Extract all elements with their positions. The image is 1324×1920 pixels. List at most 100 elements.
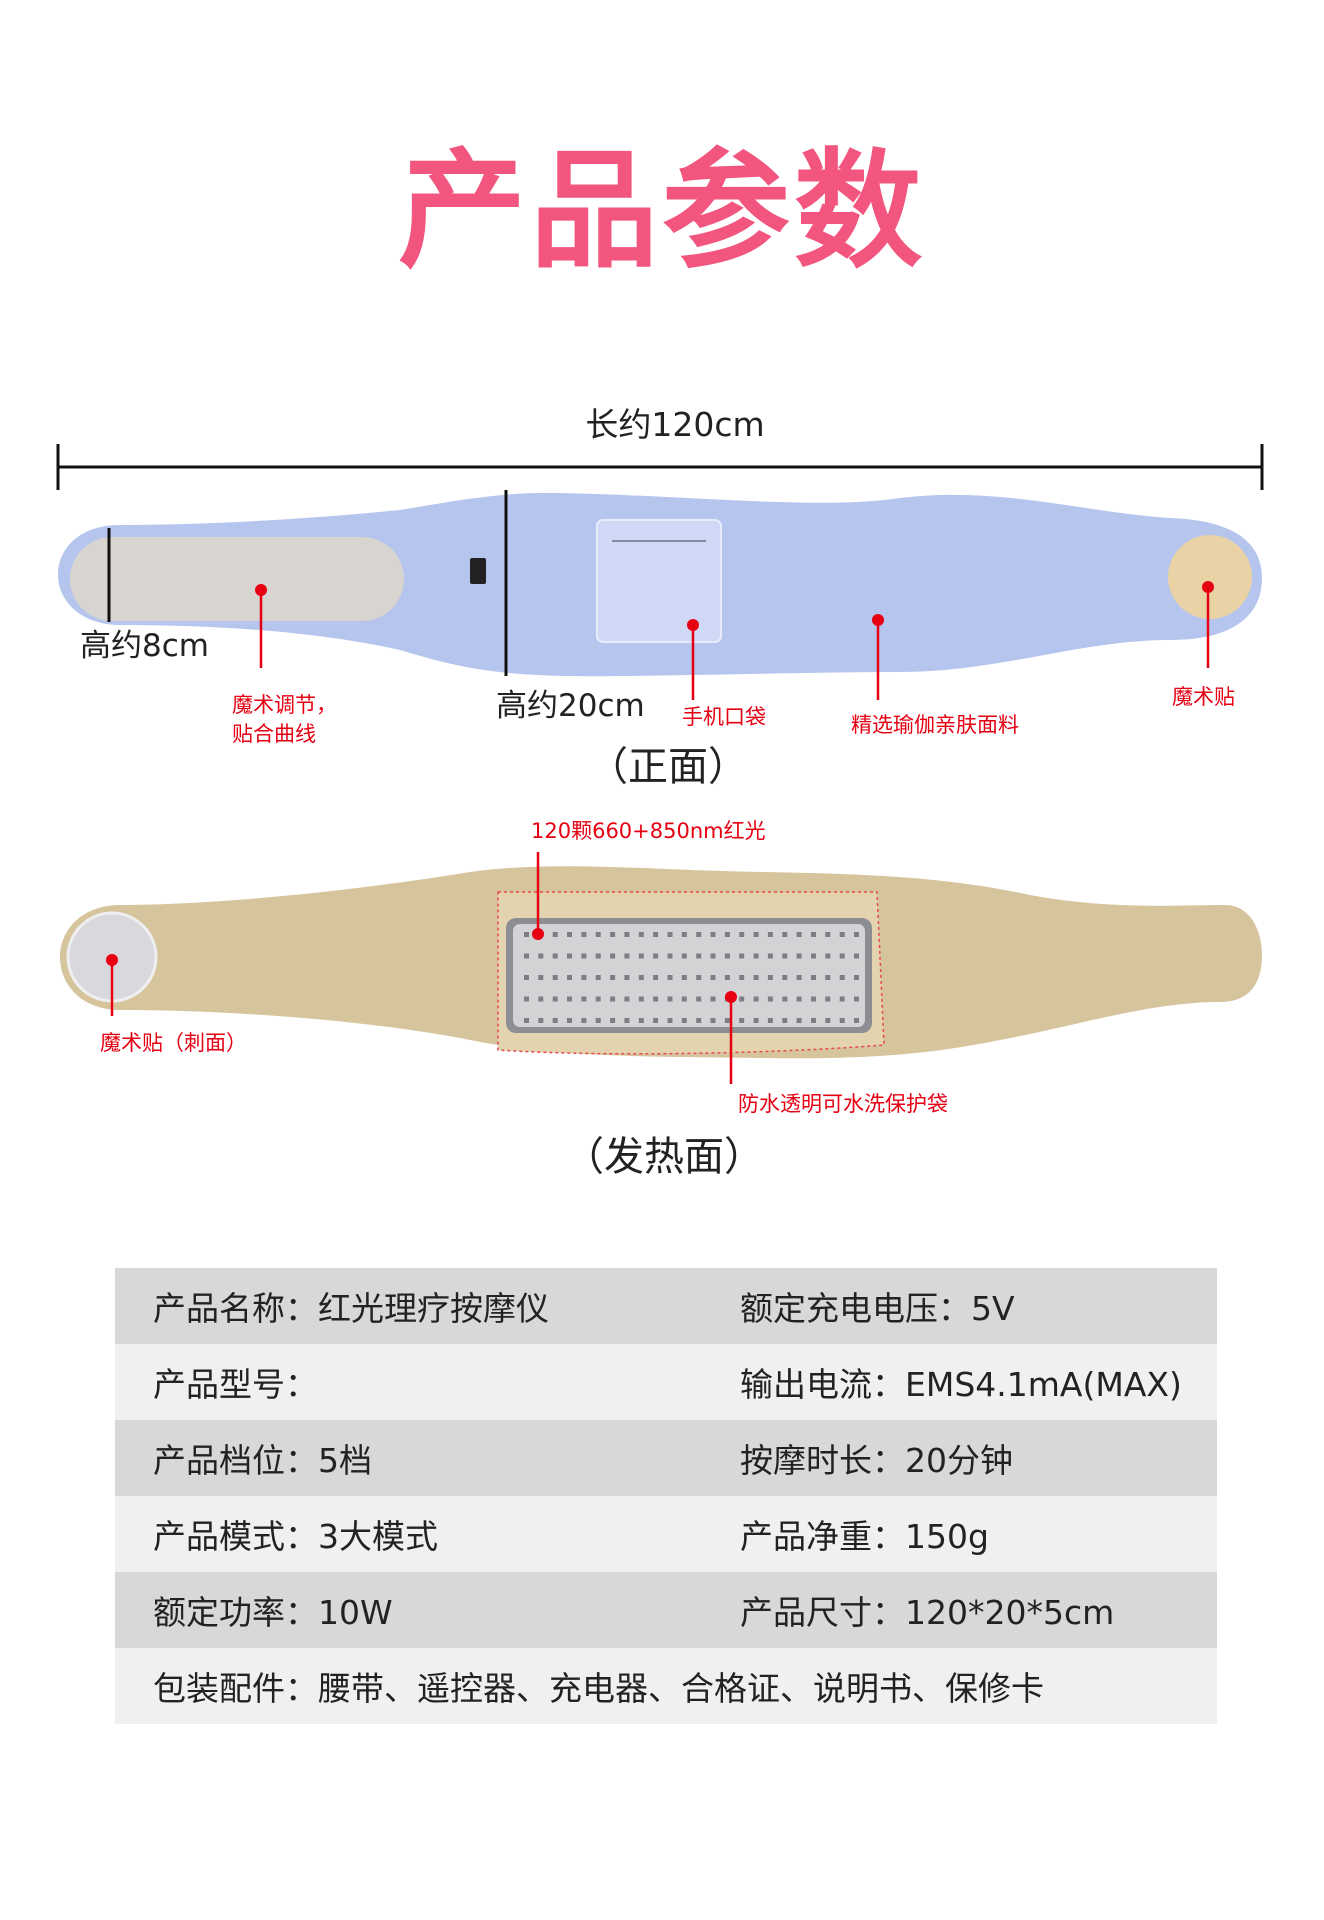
- spec-levels: 产品档位：5档: [153, 1441, 372, 1480]
- led-dot: [667, 1018, 673, 1023]
- led-dot: [638, 996, 644, 1002]
- led-dot: [753, 996, 759, 1002]
- callout-velcro-pointer: [1202, 581, 1214, 668]
- led-dot: [796, 1018, 802, 1023]
- led-dot: [739, 975, 745, 980]
- led-dot: [581, 953, 587, 959]
- led-dot: [724, 1018, 730, 1023]
- led-dot: [767, 1018, 773, 1023]
- led-dot: [811, 1018, 816, 1023]
- led-dot: [811, 953, 816, 959]
- led-dot: [667, 975, 673, 980]
- callout-light: 120颗660+850nm红光: [531, 819, 766, 843]
- callout-velcro: 魔术贴: [1172, 685, 1235, 709]
- spec-row: 产品型号： 输出电流：EMS4.1mA(MAX): [115, 1344, 1217, 1420]
- led-dot: [653, 953, 659, 959]
- led-dot: [552, 932, 558, 937]
- led-dot: [767, 996, 773, 1002]
- callout-light-pointer: [532, 852, 544, 940]
- led-dot: [739, 1018, 745, 1023]
- callout-hook-pointer: [106, 954, 118, 1016]
- led-dot: [767, 975, 773, 980]
- led-dot: [610, 975, 616, 980]
- led-dot: [610, 953, 616, 959]
- led-dot: [782, 975, 788, 980]
- led-dot: [552, 975, 558, 980]
- page-title: 产品参数: [397, 137, 926, 286]
- callout-fabric: 精选瑜伽亲肤面料: [851, 713, 1019, 737]
- led-dot: [753, 975, 759, 980]
- spec-model: 产品型号：: [153, 1365, 318, 1404]
- controller-button: [470, 558, 486, 584]
- led-dot: [653, 1018, 659, 1023]
- led-dot: [595, 953, 601, 959]
- spec-duration: 按摩时长：20分钟: [740, 1441, 1013, 1480]
- led-dot: [767, 953, 773, 959]
- led-grid: [524, 932, 859, 1023]
- led-dot: [567, 932, 572, 937]
- led-dot: [724, 953, 730, 959]
- led-dot: [524, 975, 529, 980]
- led-dot: [796, 953, 802, 959]
- callout-bag: 防水透明可水洗保护袋: [738, 1092, 948, 1116]
- led-dot: [567, 996, 572, 1002]
- phone-pocket: [596, 519, 722, 643]
- led-dot: [681, 975, 687, 980]
- spec-size: 产品尺寸：120*20*5cm: [740, 1593, 1115, 1632]
- spec-accessories: 包装配件：腰带、遥控器、充电器、合格证、说明书、保修卡: [153, 1669, 1044, 1708]
- led-dot: [581, 932, 587, 937]
- led-dot: [739, 932, 745, 937]
- led-dot: [854, 975, 859, 980]
- led-dot: [839, 953, 845, 959]
- velcro-adjust-strip: [70, 537, 404, 621]
- led-dot: [696, 996, 702, 1002]
- led-dot: [710, 953, 716, 959]
- led-dot: [610, 932, 616, 937]
- led-dot: [638, 975, 644, 980]
- led-dot: [653, 975, 659, 980]
- led-dot: [681, 1018, 687, 1023]
- led-dot: [796, 996, 802, 1002]
- led-dot: [552, 996, 558, 1002]
- led-dot: [624, 996, 630, 1002]
- led-dot: [825, 975, 831, 980]
- led-dot: [839, 975, 845, 980]
- callout-velcro-hook: 魔术贴（刺面）: [100, 1031, 247, 1055]
- led-dot: [811, 996, 816, 1002]
- led-dot: [667, 932, 673, 937]
- callout-adjust-pointer: [255, 584, 267, 668]
- led-dot: [696, 975, 702, 980]
- led-dot: [638, 932, 644, 937]
- led-dot: [811, 932, 816, 937]
- led-dot: [595, 975, 601, 980]
- led-dot: [552, 953, 558, 959]
- led-dot: [524, 953, 529, 959]
- led-dot: [538, 953, 544, 959]
- led-dot: [624, 932, 630, 937]
- led-dot: [581, 1018, 587, 1023]
- led-dot: [854, 932, 859, 937]
- led-dot: [782, 1018, 788, 1023]
- callout-fabric-pointer: [872, 614, 884, 700]
- spec-charge-voltage: 额定充电电压：5V: [740, 1289, 1015, 1328]
- led-dot: [581, 996, 587, 1002]
- led-dot: [538, 975, 544, 980]
- spec-power: 额定功率：10W: [153, 1593, 393, 1632]
- led-dot: [610, 996, 616, 1002]
- led-dot: [696, 932, 702, 937]
- led-dot: [567, 1018, 572, 1023]
- height-large-label: 高约20cm: [496, 688, 645, 724]
- led-dot: [839, 996, 845, 1002]
- led-dot: [796, 932, 802, 937]
- spec-row: 包装配件：腰带、遥控器、充电器、合格证、说明书、保修卡: [115, 1648, 1217, 1724]
- led-dot: [681, 953, 687, 959]
- led-dot: [854, 953, 859, 959]
- spec-row: 产品档位：5档 按摩时长：20分钟: [115, 1420, 1217, 1496]
- led-dot: [681, 996, 687, 1002]
- led-dot: [710, 1018, 716, 1023]
- led-dot: [839, 1018, 845, 1023]
- led-dot: [796, 975, 802, 980]
- led-dot: [724, 932, 730, 937]
- led-dot: [825, 932, 831, 937]
- led-dot: [767, 932, 773, 937]
